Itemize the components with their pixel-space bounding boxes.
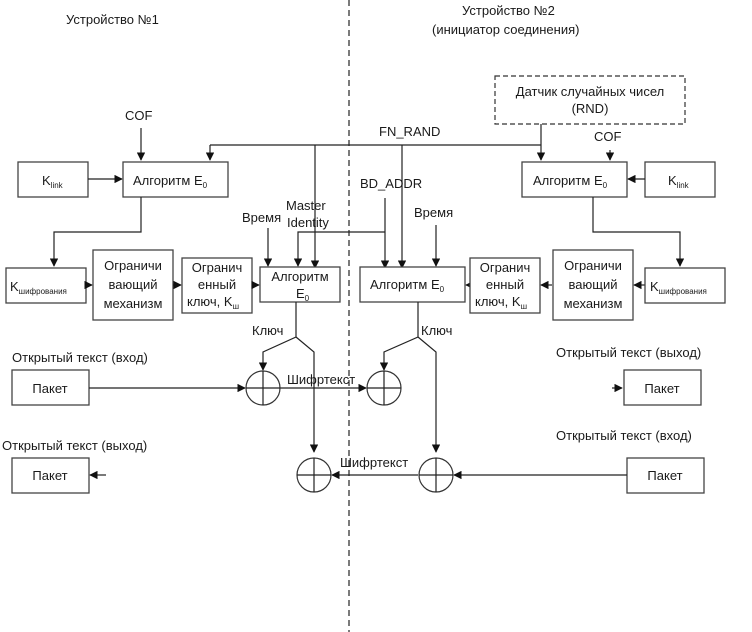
rng-label-2: (RND) <box>572 101 609 116</box>
xor-icon-right-bottom <box>418 457 454 493</box>
packet-out-left <box>11 457 90 494</box>
svg-text:енный: енный <box>198 277 236 292</box>
device1-title: Устройство №1 <box>66 12 159 27</box>
svg-text:Пакет: Пакет <box>644 381 679 396</box>
svg-text:вающий: вающий <box>569 277 618 292</box>
kenc-box-right <box>644 267 726 304</box>
cof-label-right: COF <box>594 129 622 144</box>
svg-text:Kшифрования: Kшифрования <box>650 279 707 296</box>
svg-text:вающий: вающий <box>109 277 158 292</box>
rng-box <box>494 75 686 125</box>
svg-text:енный: енный <box>486 277 524 292</box>
algo-e0-box-left-top <box>122 161 229 198</box>
ciphertext-label-top: Шифртекст <box>287 372 355 387</box>
key-label-right: Ключ <box>421 323 452 338</box>
svg-text:ключ, Kш: ключ, Kш <box>475 294 527 311</box>
time-label-left: Время <box>242 210 281 225</box>
svg-text:ключ, Kш: ключ, Kш <box>187 294 239 311</box>
device2-subtitle: (инициатор соединения) <box>432 22 579 37</box>
klink-label-left: Klink <box>42 173 64 190</box>
key-label-left: Ключ <box>252 323 283 338</box>
klink-box-right <box>644 161 716 198</box>
kenc-box-left <box>5 267 87 304</box>
plaintext-out-label-right: Открытый текст (выход) <box>556 345 701 360</box>
algo-e0-box-right-top <box>521 161 628 198</box>
xor-icon-right-top <box>366 370 402 406</box>
bd-addr-label: BD_ADDR <box>360 176 422 191</box>
svg-text:Ограничи: Ограничи <box>564 258 622 273</box>
algo-e0-box-left-bottom <box>259 266 341 303</box>
algo-label-left-top: Алгоритм E0 <box>133 173 208 190</box>
algo-e0-box-right-bottom <box>359 266 466 303</box>
svg-text:Пакет: Пакет <box>32 381 67 396</box>
packet-out-right <box>623 369 702 406</box>
algo-label-right-top: Алгоритм E0 <box>533 173 608 190</box>
svg-text:Огранич: Огранич <box>192 260 243 275</box>
klink-box-left <box>17 161 89 198</box>
master-label: Master <box>286 198 326 213</box>
ciphertext-label-bottom: Шифртекст <box>340 455 408 470</box>
plaintext-in-label-right: Открытый текст (вход) <box>556 428 692 443</box>
svg-text:Пакет: Пакет <box>32 468 67 483</box>
packet-in-right <box>626 457 705 494</box>
svg-text:Алгоритм: Алгоритм <box>271 269 328 284</box>
time-label-right: Время <box>414 205 453 220</box>
svg-text:Алгоритм E0: Алгоритм E0 <box>370 277 445 294</box>
svg-text:Огранич: Огранич <box>480 260 531 275</box>
xor-icon-left-bottom <box>296 457 332 493</box>
kenc-label-left: Kшифрования <box>10 279 67 296</box>
limiter-box-left <box>92 249 174 321</box>
plaintext-in-label-left: Открытый текст (вход) <box>12 350 148 365</box>
master-label-2: Identity <box>287 215 329 230</box>
limited-key-box-right <box>469 257 541 314</box>
xor-icon-left-top <box>245 370 281 406</box>
rng-label: Датчик случайных чисел <box>516 84 664 99</box>
plaintext-out-label-left: Открытый текст (выход) <box>2 438 147 453</box>
svg-text:Пакет: Пакет <box>647 468 682 483</box>
limited-key-box-left <box>181 257 253 314</box>
svg-text:механизм: механизм <box>104 296 163 311</box>
svg-text:механизм: механизм <box>564 296 623 311</box>
svg-text:Ограничи: Ограничи <box>104 258 162 273</box>
device2-title: Устройство №2 <box>462 3 555 18</box>
svg-text:E0: E0 <box>296 286 310 303</box>
cof-label-left: COF <box>125 108 153 123</box>
fn-rand-label: FN_RAND <box>379 124 440 139</box>
limiter-box-right <box>552 249 634 321</box>
klink-label-right: Klink <box>668 173 690 190</box>
